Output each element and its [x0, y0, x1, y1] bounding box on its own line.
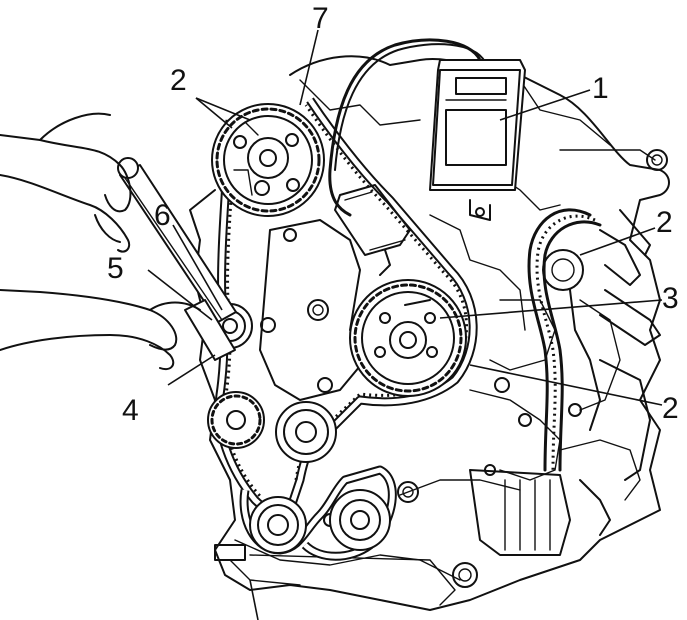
idler-pulley-center: [275, 401, 337, 463]
corrugated-hose: [527, 208, 602, 472]
callout-1: 1: [592, 72, 609, 105]
callout-6: 6: [154, 199, 171, 232]
callout-2-top: 2: [170, 64, 187, 97]
callout-labels: 1 2 7 2 3 2 6 5 4: [107, 2, 679, 427]
callout-7: 7: [312, 2, 329, 35]
tester-device: [328, 38, 526, 276]
right-side-components: [469, 199, 661, 556]
timing-cover: [259, 219, 366, 401]
accessory-drive: [239, 465, 397, 561]
camshaft-sprocket-top: [211, 103, 325, 217]
crankshaft-sprocket: [349, 279, 467, 397]
callout-2-right: 2: [656, 206, 673, 239]
callout-5: 5: [107, 252, 124, 285]
callout-2-bottom: 2: [662, 392, 679, 425]
callout-4: 4: [122, 394, 139, 427]
idler-gear: [207, 391, 265, 449]
leader-lines: [147, 29, 663, 620]
callout-3: 3: [662, 282, 679, 315]
